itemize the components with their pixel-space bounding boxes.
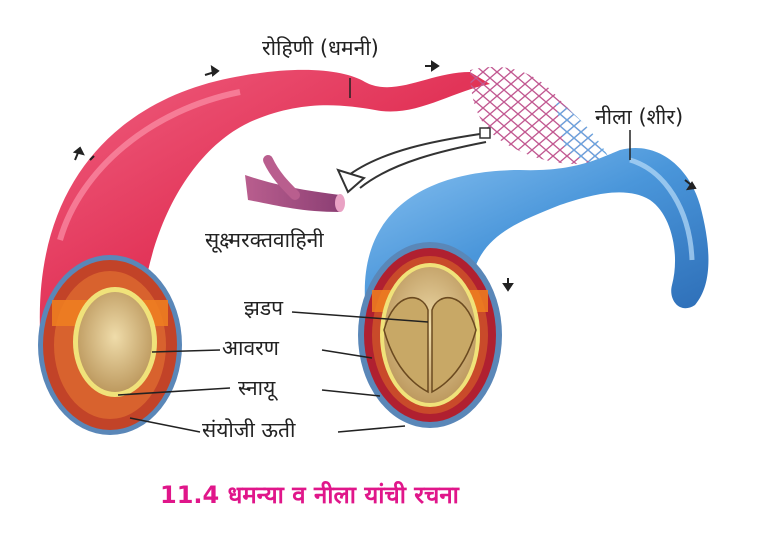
- capillary-segment: [245, 155, 345, 212]
- vein-cross-section: [358, 242, 502, 428]
- valve-label: झडप: [244, 296, 284, 320]
- artery: [38, 69, 490, 435]
- muscle-label: स्नायू: [238, 376, 276, 400]
- artery-cross-section: [38, 255, 182, 435]
- connective-tissue-label: संयोजी ऊती: [202, 418, 296, 442]
- artery-label: रोहिणी (धमनी): [262, 36, 379, 60]
- valve-flaps: [383, 296, 477, 394]
- zoom-arrow: [336, 133, 487, 194]
- flow-arrows: [72, 60, 697, 292]
- lining-label: आवरण: [222, 336, 279, 360]
- capillary-network: [470, 66, 610, 164]
- capillary-label: सूक्ष्मरक्तवाहिनी: [205, 228, 324, 252]
- vein: [358, 148, 709, 428]
- vein-label: नीला (शीर): [595, 105, 684, 129]
- leader-lines: [117, 78, 631, 433]
- figure-caption: 11.4 धमन्या व नीला यांची रचना: [160, 481, 459, 509]
